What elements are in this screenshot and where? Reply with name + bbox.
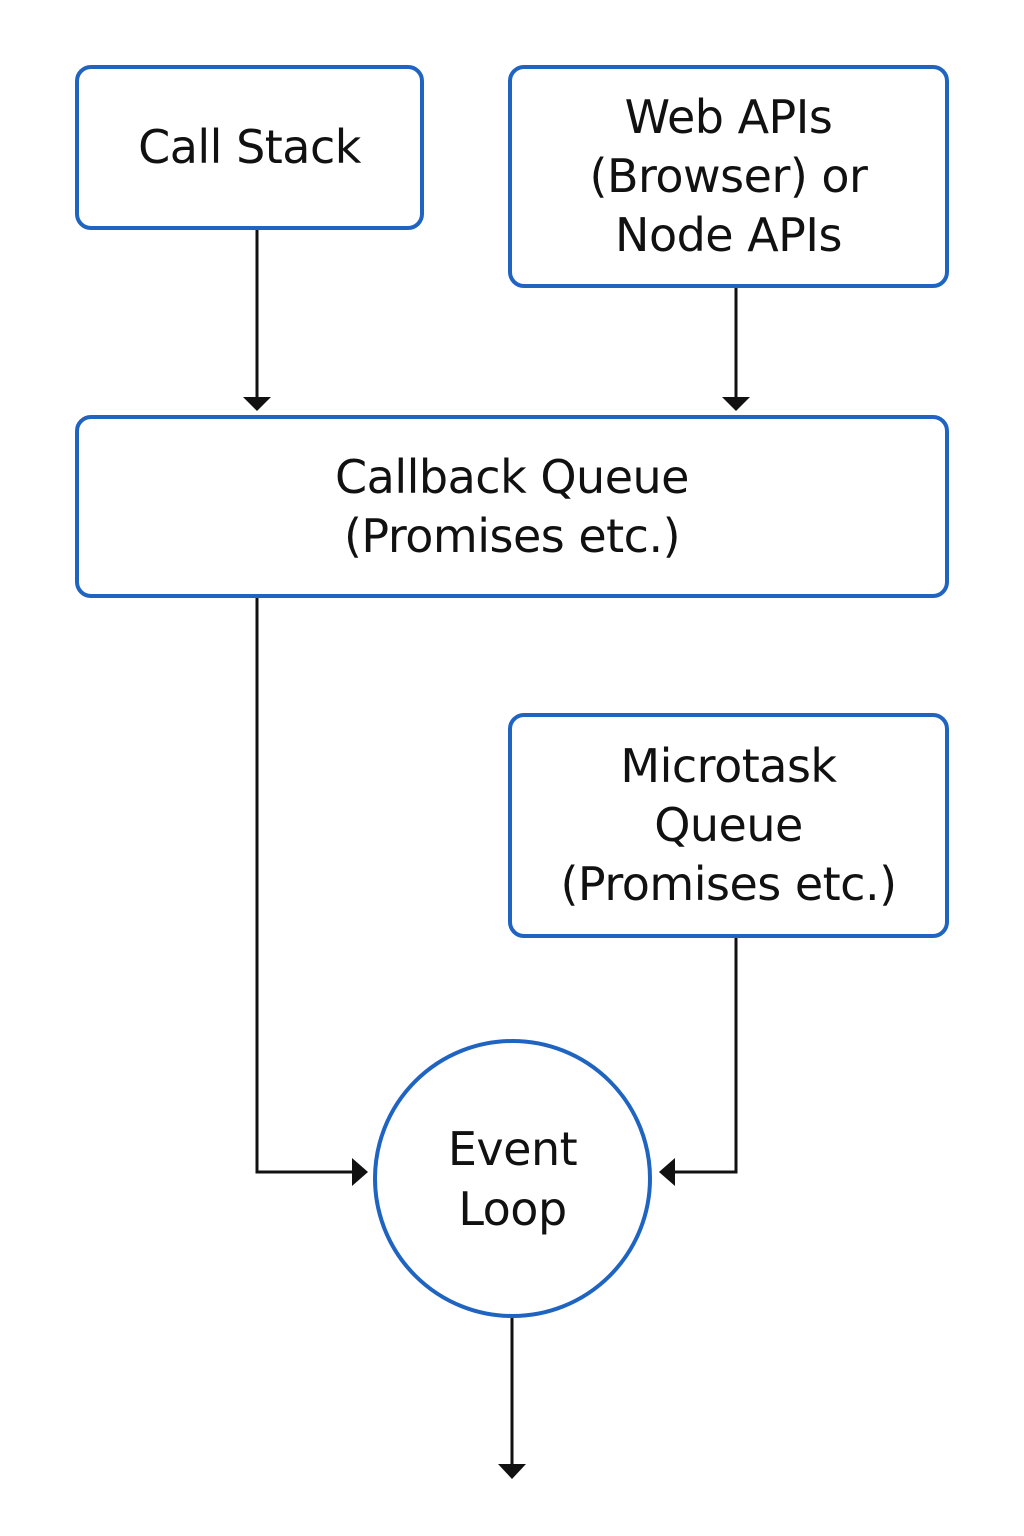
arrowhead-event-loop-down <box>498 1464 526 1479</box>
arrowhead-callback-queue-right <box>352 1158 368 1186</box>
call-stack-node: Call Stack <box>75 65 424 230</box>
web-apis-label: Web APIs (Browser) or Node APIs <box>589 90 868 262</box>
callback-queue-node: Callback Queue (Promises etc.) <box>75 415 949 598</box>
arrowhead-web-apis-down <box>722 397 750 411</box>
microtask-queue-node: Microtask Queue (Promises etc.) <box>508 713 949 938</box>
edge-microtask-queue-to-event-loop <box>675 938 738 1174</box>
callback-queue-label: Callback Queue (Promises etc.) <box>335 449 689 563</box>
arrowhead-call-stack-down <box>243 397 271 411</box>
call-stack-label: Call Stack <box>138 120 361 174</box>
web-apis-node: Web APIs (Browser) or Node APIs <box>508 65 949 288</box>
event-loop-node: Event Loop <box>373 1039 652 1318</box>
event-loop-label: Event Loop <box>447 1121 578 1236</box>
edge-callback-queue-to-event-loop <box>255 598 352 1174</box>
microtask-queue-label: Microtask Queue (Promises etc.) <box>560 739 897 911</box>
arrowhead-microtask-queue-left <box>659 1158 675 1186</box>
